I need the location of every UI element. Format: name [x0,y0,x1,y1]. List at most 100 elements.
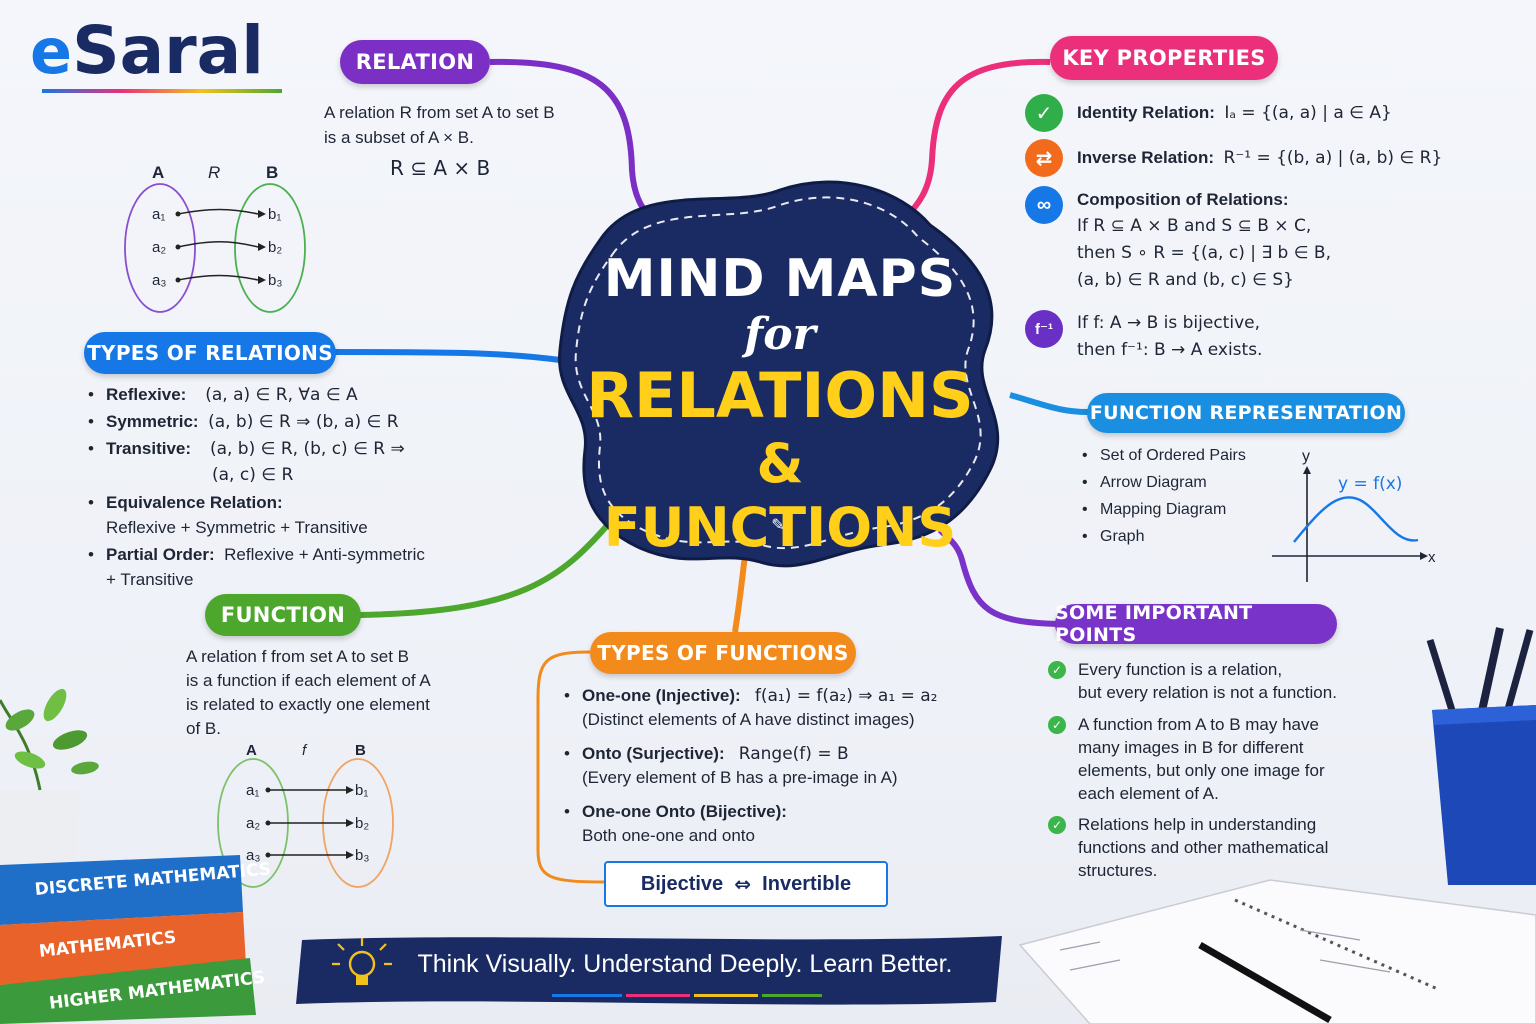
rel-type-transitive: Transitive: (a, b) ∈ R, (b, c) ∈ R ⇒(a, … [86,436,506,488]
relation-set-b: B [266,163,279,182]
point-2-line: each element of A. [1078,784,1219,803]
rel-b2: b₂ [268,239,283,256]
function-line-2: is a function if each element of A [186,671,431,690]
point-3: ✓ Relations help in understanding functi… [1048,813,1328,882]
relation-set-a: A [152,163,165,182]
types-of-functions-pill: TYPES OF FUNCTIONS [590,632,856,674]
repr-item: Mapping Diagram [1080,496,1246,523]
point-2-line: elements, but only one image for [1078,761,1325,780]
logo-underline [42,89,282,93]
function-set-a: A [246,742,257,759]
books-illustration [0,855,256,1024]
function-line-3: is related to exactly one element [186,695,430,714]
function-graph [1272,466,1428,582]
point-2-line: many images in B for different [1078,738,1304,757]
rel-type-equivalence: Equivalence Relation:Reflexive + Symmetr… [86,490,506,540]
point-1-line: Every function is a relation, [1078,660,1283,679]
fn-b3: b₃ [355,847,370,864]
important-points-pill: SOME IMPORTANT POINTS [1055,602,1337,646]
plant-illustration [0,688,99,860]
title-line-3: RELATIONS [586,359,974,432]
graph-x-label: x [1428,549,1436,566]
composition-label: Composition of Relations: [1077,190,1289,209]
rel-b3: b₃ [268,272,283,289]
fn-b1: b₁ [355,782,369,799]
check-icon: ✓ [1048,816,1066,834]
repr-item: Set of Ordered Pairs [1080,442,1246,469]
function-symbol: f [302,742,307,759]
inverse-formula: R⁻¹ = {(b, a) | (a, b) ∈ R} [1223,148,1443,168]
fn-a1: a₁ [246,782,260,799]
function-pill: FUNCTION [205,594,361,636]
check-icon: ✓ [1048,716,1066,734]
rel-b1: b₁ [268,206,282,223]
function-definition: A relation f from set A to set B is a fu… [186,645,431,741]
point-3-line: Relations help in understanding [1078,815,1317,834]
key-properties-pill: KEY PROPERTIES [1050,36,1278,80]
pen-icon: ✎ [771,515,784,534]
relation-arrow-diagram [124,183,306,313]
repr-item: Arrow Diagram [1080,469,1246,496]
relation-pill: RELATION [340,40,490,84]
function-representation-pill: FUNCTION REPRESENTATION [1087,393,1405,433]
inverse-relation-row: ⇄ Inverse Relation: R⁻¹ = {(b, a) | (a, … [1025,139,1442,177]
graph-y-label: y [1302,448,1310,465]
inverse-label: Inverse Relation: [1077,148,1214,167]
relation-symbol: R [208,163,221,182]
fn-type-bijective: One-one Onto (Bijective):Both one-one an… [562,800,1002,848]
function-line-4: of B. [186,719,221,738]
rel-type-symmetric: Symmetric: (a, b) ∈ R ⇒ (b, a) ∈ R [86,409,506,435]
rel-type-reflexive: Reflexive: (a, a) ∈ R, ∀a ∈ A [86,382,506,408]
graph-function-label: y = f(x) [1338,474,1403,494]
check-icon: ✓ [1025,94,1063,132]
inverse-function-row: f⁻¹ If f: A → B is bijective, then f⁻¹: … [1025,310,1262,364]
box-right-text: Invertible [762,872,852,895]
tagline-banner [296,936,1002,1005]
fn-a3: a₃ [246,847,261,864]
fn-b2: b₂ [355,815,370,832]
rel-a2: a₂ [152,239,167,256]
inverse-fn-line-2: then f⁻¹: B → A exists. [1077,340,1263,360]
composition-row: ∞ Composition of Relations: If R ⊆ A × B… [1025,186,1331,294]
repr-item: Graph [1080,523,1246,550]
relation-text-2: is a subset of A × B. [324,128,474,147]
title-line-1: MIND MAPS [603,249,957,309]
swap-arrows-icon: ⇄ [1025,139,1063,177]
link-icon: ∞ [1025,186,1063,224]
composition-line-2: then S ∘ R = {(a, c) | ∃ b ∈ B, [1077,243,1331,263]
fn-type-injective: One-one (Injective): f(a₁) = f(a₂) ⇒ a₁ … [562,684,1002,732]
point-1: ✓ Every function is a relation, but ever… [1048,658,1337,704]
center-title: MIND MAPS for RELATIONS & FUNCTIONS [580,248,980,560]
box-symbol: ⇔ [734,872,752,896]
point-3-line: structures. [1078,861,1158,880]
rel-a3: a₃ [152,272,167,289]
lightbulb-icon [332,938,392,985]
title-line-4: & FUNCTIONS [603,432,957,559]
box-left-text: Bijective [640,872,724,895]
bijective-invertible-box: Bijective ⇔ Invertible [604,861,888,907]
rel-a1: a₁ [152,206,166,223]
check-icon: ✓ [1048,661,1066,679]
identity-formula: Iₐ = {(a, a) | a ∈ A} [1224,103,1392,123]
relation-definition: A relation R from set A to set B is a su… [324,100,555,150]
point-2: ✓ A function from A to B may have many i… [1048,713,1325,805]
logo-prefix: e [30,15,73,88]
relation-formula: R ⊆ A × B [390,156,491,180]
inverse-fn-line-1: If f: A → B is bijective, [1077,313,1260,333]
identity-relation-row: ✓ Identity Relation: Iₐ = {(a, a) | a ∈ … [1025,94,1392,132]
fn-a2: a₂ [246,815,261,832]
types-of-functions-list: One-one (Injective): f(a₁) = f(a₂) ⇒ a₁ … [562,684,1002,848]
pen-holder-illustration [1426,627,1536,885]
function-arrow-diagram [217,758,394,888]
function-set-b: B [355,742,366,759]
relation-text-1: A relation R from set A to set B [324,103,555,122]
composition-line-3: (a, b) ∈ R and (b, c) ∈ S} [1077,270,1294,290]
inverse-function-icon: f⁻¹ [1025,310,1063,348]
point-1-line: but every relation is not a function. [1078,683,1337,702]
point-2-line: A function from A to B may have [1078,715,1319,734]
logo-text: Saral [72,12,264,89]
title-line-2: for [744,309,816,360]
types-of-relations-list: Reflexive: (a, a) ∈ R, ∀a ∈ A Symmetric:… [86,382,506,592]
tagline-text: Think Visually. Understand Deeply. Learn… [417,950,953,978]
